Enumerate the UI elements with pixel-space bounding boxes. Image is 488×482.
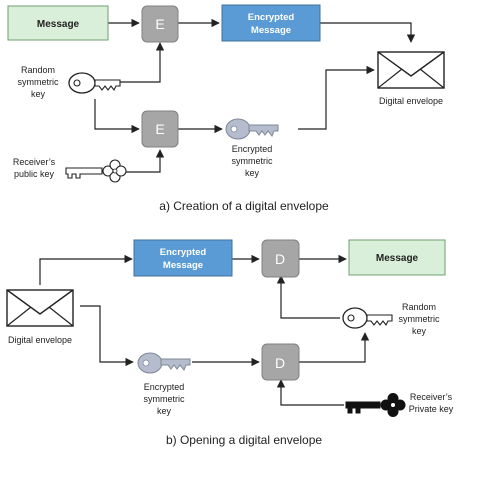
part-b-opening: Encrypted Message D Message Digital enve…	[6, 239, 454, 447]
private-key-line1: Receiver’s	[410, 392, 453, 402]
encrypted-message-box-a: Encrypted Message	[221, 4, 321, 42]
random-key-b-line3: key	[412, 326, 427, 336]
random-key-a-line1: Random	[21, 65, 55, 75]
message-box-a: Message	[7, 5, 109, 41]
encrypted-message-box-b: Encrypted Message	[133, 239, 233, 277]
encrypted-message-a-line2: Message	[251, 25, 291, 36]
arrow-random-key-to-e1	[120, 42, 165, 83]
public-key-icon	[65, 159, 127, 183]
envelope-b-label: Digital envelope	[8, 335, 72, 345]
encrypt-op-2: E	[141, 110, 179, 148]
public-key-line1: Receiver’s	[13, 157, 56, 167]
encrypted-key-b-line3: key	[157, 406, 172, 416]
envelope-icon	[6, 289, 74, 327]
key-icon	[342, 307, 393, 329]
arrow-random-key-to-d1	[276, 275, 340, 319]
random-key-b-line2: symmetric	[399, 314, 440, 324]
public-key-line2: public key	[14, 169, 55, 179]
encrypted-key-a-line2: symmetric	[232, 156, 273, 166]
envelope-icon	[377, 51, 445, 89]
encrypt-op-1: E	[141, 5, 179, 43]
encrypted-key-b-line2: symmetric	[144, 394, 185, 404]
message-box-b: Message	[348, 239, 446, 276]
arrow-encrypted-key-to-envelope	[298, 65, 375, 130]
encrypted-message-b-line1: Encrypted	[160, 247, 207, 258]
random-key-a-line3: key	[31, 89, 46, 99]
encrypted-message-a-line1: Encrypted	[248, 12, 295, 23]
message-box-a-label: Message	[37, 19, 80, 30]
arrow-encrypted-message-to-envelope	[320, 22, 416, 43]
encrypt-op-2-label: E	[155, 121, 164, 137]
part-a-connectors	[94, 18, 416, 173]
decrypt-op-1-label: D	[275, 251, 285, 267]
caption-b: b) Opening a digital envelope	[166, 433, 322, 447]
arrow-random-key-to-e2	[94, 99, 140, 134]
encrypted-key-a-line3: key	[245, 168, 260, 178]
decrypt-op-2: D	[261, 343, 300, 381]
arrow-d2-to-random-key	[299, 332, 370, 363]
caption-a: a) Creation of a digital envelope	[159, 199, 329, 213]
random-key-a-line2: symmetric	[18, 77, 59, 87]
arrow-private-key-to-d2	[276, 379, 344, 406]
message-box-b-label: Message	[376, 253, 419, 264]
envelope-a-label: Digital envelope	[379, 96, 443, 106]
encrypted-key-a-line1: Encrypted	[232, 144, 273, 154]
encrypted-key-b-line1: Encrypted	[144, 382, 185, 392]
encrypted-key-icon	[225, 118, 279, 140]
arrow-envelope-to-encrypted-key	[80, 305, 134, 367]
key-icon	[68, 72, 121, 94]
private-key-icon	[345, 393, 406, 417]
random-key-b-line1: Random	[402, 302, 436, 312]
arrow-envelope-to-encrypted-message	[39, 254, 133, 285]
encrypt-op-1-label: E	[155, 16, 164, 32]
decrypt-op-1: D	[261, 239, 300, 278]
part-b-connectors	[39, 254, 370, 406]
part-a-creation: Message E Encrypted Message Digital enve…	[7, 4, 445, 213]
private-key-line2: Private key	[409, 404, 454, 414]
arrow-public-key-to-e2	[124, 149, 165, 173]
encrypted-message-b-line2: Message	[163, 260, 203, 271]
decrypt-op-2-label: D	[275, 355, 285, 371]
encrypted-key-icon	[137, 352, 191, 374]
